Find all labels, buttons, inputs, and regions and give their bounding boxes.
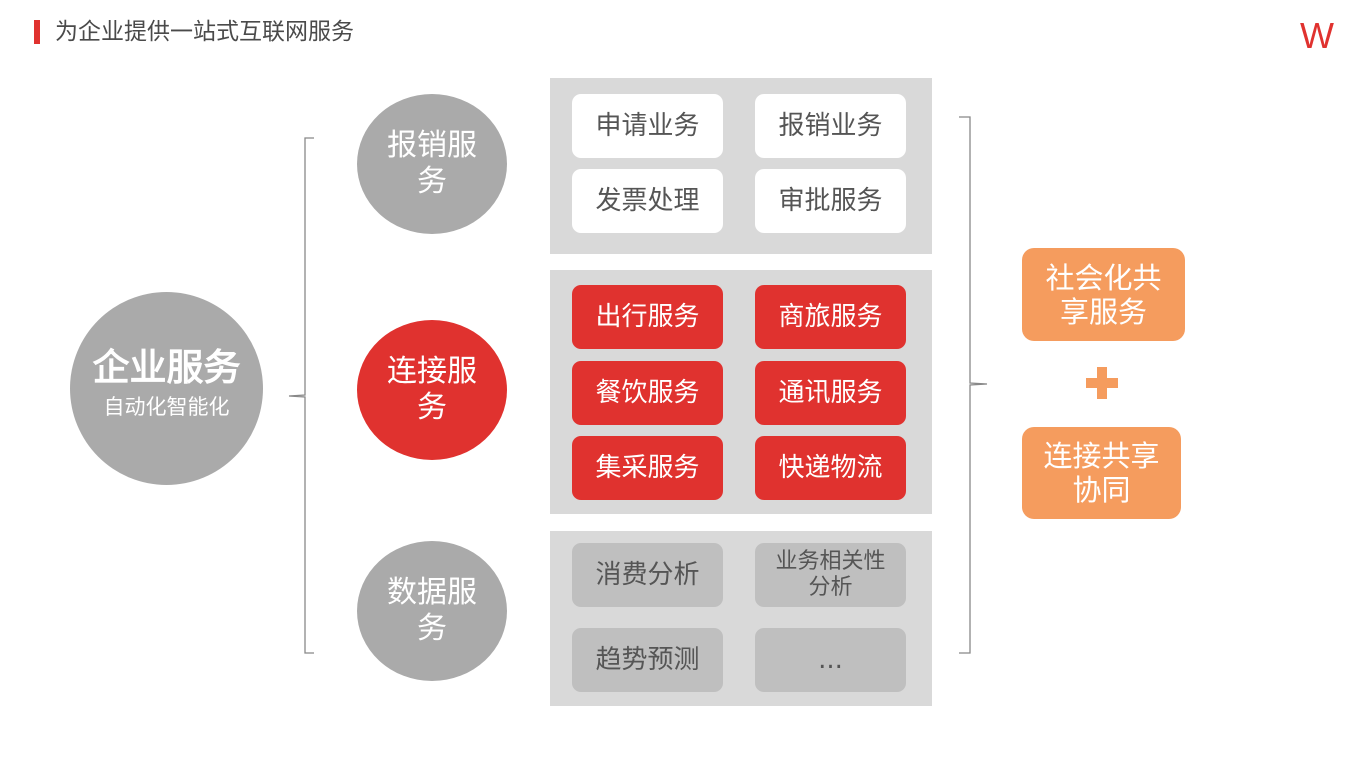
- service-tile: 消费分析: [572, 543, 723, 607]
- page-title: 为企业提供一站式互联网服务: [55, 19, 354, 45]
- service-tile: 申请业务: [572, 94, 723, 158]
- collaboration-label: 连接共享协同: [1043, 439, 1160, 507]
- plus-icon: [1086, 367, 1118, 399]
- main-circle-title: 企业服务: [92, 345, 241, 389]
- service-tile: 出行服务: [572, 285, 723, 349]
- service-tile: ...: [755, 628, 906, 692]
- panel-data: 消费分析 业务相关性分析 趋势预测 ...: [550, 531, 932, 706]
- service-tile: 通讯服务: [755, 361, 906, 425]
- service-tile: 餐饮服务: [572, 361, 723, 425]
- service-tile: 业务相关性分析: [755, 543, 906, 607]
- category-circle-connection: 连接服务: [357, 320, 507, 460]
- main-circle: 企业服务 自动化智能化: [70, 292, 263, 485]
- main-circle-subtitle: 自动化智能化: [103, 394, 230, 419]
- logo: W: [1300, 15, 1334, 56]
- service-tile: 报销业务: [755, 94, 906, 158]
- service-tile-label: 业务相关性分析: [775, 549, 886, 600]
- left-bracket: [288, 137, 314, 654]
- category-label: 报销服务: [387, 128, 477, 199]
- shared-service-label: 社会化共享服务: [1045, 260, 1162, 329]
- category-label: 数据服务: [387, 575, 477, 646]
- service-tile: 趋势预测: [572, 628, 723, 692]
- category-circle-reimbursement: 报销服务: [357, 94, 507, 234]
- service-tile: 发票处理: [572, 169, 723, 233]
- panel-reimbursement: 申请业务 报销业务 发票处理 审批服务: [550, 78, 932, 254]
- service-tile: 快递物流: [755, 436, 906, 500]
- service-tile: 审批服务: [755, 169, 906, 233]
- right-bracket: [959, 116, 988, 654]
- service-tile: 集采服务: [572, 436, 723, 500]
- collaboration-box: 连接共享协同: [1022, 427, 1181, 519]
- service-tile: 商旅服务: [755, 285, 906, 349]
- shared-service-box: 社会化共享服务: [1022, 248, 1185, 341]
- category-circle-data: 数据服务: [357, 541, 507, 681]
- category-label: 连接服务: [387, 354, 477, 425]
- title-accent-bar: [34, 20, 40, 44]
- panel-connection: 出行服务 商旅服务 餐饮服务 通讯服务 集采服务 快递物流: [550, 270, 932, 514]
